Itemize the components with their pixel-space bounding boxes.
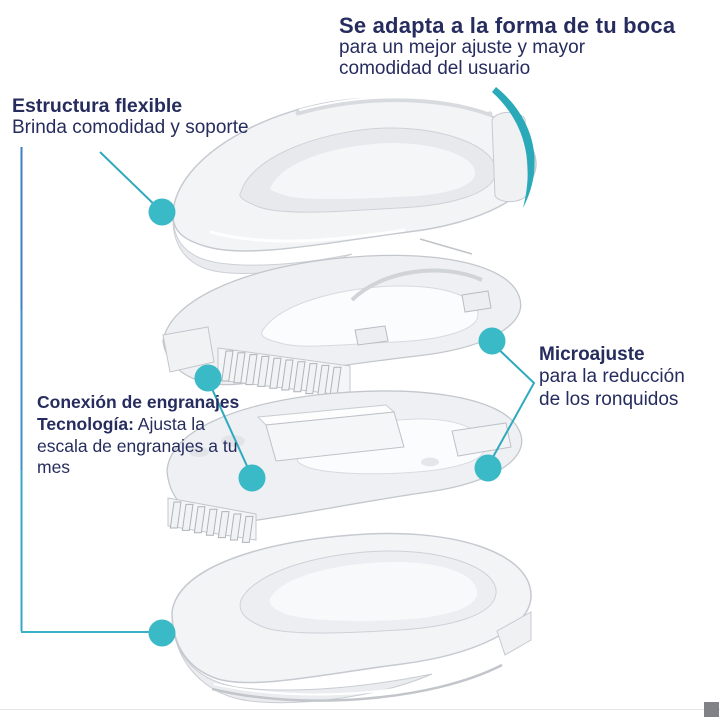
callout-dot: [238, 464, 266, 492]
corner-artifact: [704, 702, 719, 717]
callout-gears-title: Conexión de engranajes: [37, 392, 240, 412]
callout-dot: [474, 454, 502, 482]
swoosh-arc-icon: [492, 87, 535, 208]
callout-line-flexible-top: [99, 151, 163, 213]
gear-teeth: [169, 501, 254, 543]
callout-dot: [194, 364, 222, 392]
callout-line-micro: [487, 342, 536, 467]
callout-micro-line3: de los ronquidos: [539, 388, 679, 410]
callout-connectors: [20, 87, 536, 647]
callout-micro-title: Microajuste: [539, 344, 645, 365]
callout-micro-label: Microajuste para la reducción de los ron…: [539, 344, 685, 411]
callout-flexible-label: Estructura flexible Brinda comodidad y s…: [12, 95, 249, 139]
callout-gears-line3: escala de engranajes a tu: [37, 435, 238, 456]
callout-dot: [148, 619, 176, 647]
callout-dot: [478, 327, 506, 355]
callout-gears-line2: Tecnología: Ajusta la: [37, 413, 205, 434]
header-subtitle-line1: para un mejor ajuste y mayor: [339, 37, 586, 58]
bottom-hairline: [0, 709, 720, 710]
callout-line-gears: [207, 379, 253, 478]
header-subtitle-line2: comodidad del usuario: [339, 57, 531, 79]
callout-gears-label: Conexión de engranajes Tecnología: Ajust…: [37, 392, 239, 479]
callout-flexible-description: Brinda comodidad y soporte: [12, 117, 249, 138]
page-title: Se adapta a la forma de tu boca: [339, 13, 676, 38]
gear-teeth: [221, 350, 342, 398]
gear-rack-frame: [162, 254, 522, 398]
callout-micro-line2: para la reducción: [539, 366, 685, 388]
callout-flexible-title: Estructura flexible: [12, 95, 183, 117]
callout-gears-line4: mes: [37, 457, 71, 478]
lower-tray: [171, 532, 532, 704]
header-block: Se adapta a la forma de tu boca para un …: [339, 13, 675, 79]
callout-dot: [148, 198, 176, 226]
upper-tray: [172, 96, 537, 274]
